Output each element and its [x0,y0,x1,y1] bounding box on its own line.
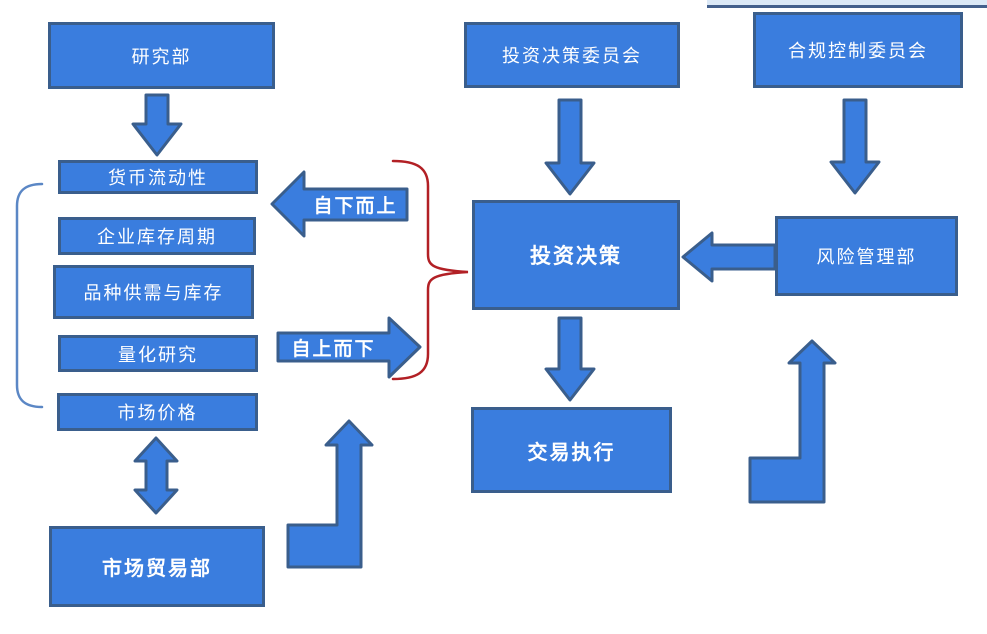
node-research-dept: 研究部 [48,22,275,89]
arrow-risk-to-decision [681,231,777,283]
node-investment-decision-committee: 投资决策委员会 [464,22,680,88]
node-enterprise-inventory-cycle: 企业库存周期 [58,217,256,255]
arrow-compliance-to-risk-management [829,98,881,195]
arrow-research-to-currency-liquidity [131,93,183,157]
arrow-label-top-down: 自上而下 [291,338,376,360]
arrow-label-bottom-up: 自下而上 [313,196,398,217]
node-variety-supply-demand-inventory: 品种供需与库存 [53,265,254,319]
arrow-bottom-up [270,170,409,238]
node-risk-management-dept: 风险管理部 [775,216,958,296]
node-market-price: 市场价格 [57,393,258,431]
node-investment-decision: 投资决策 [472,200,680,310]
arrow-decision-to-execution [544,316,596,402]
elbow-arrow-trading-up [286,419,374,569]
cropped-shape-top-right [707,0,987,8]
node-trade-execution: 交易执行 [471,407,672,493]
node-quantitative-research: 量化研究 [58,335,258,372]
arrow-top-down [276,316,422,379]
node-compliance-control-committee: 合规控制委员会 [753,12,963,88]
arrow-committee-to-investment-decision [544,98,596,196]
node-market-trading-dept: 市场贸易部 [49,526,265,607]
elbow-arrow-execution-to-risk [748,339,837,504]
node-currency-liquidity: 货币流动性 [58,160,258,194]
bracket-research-factors [15,182,44,409]
brace-factors-to-decision [391,159,469,381]
arrow-market-price-trading-double [133,436,179,515]
